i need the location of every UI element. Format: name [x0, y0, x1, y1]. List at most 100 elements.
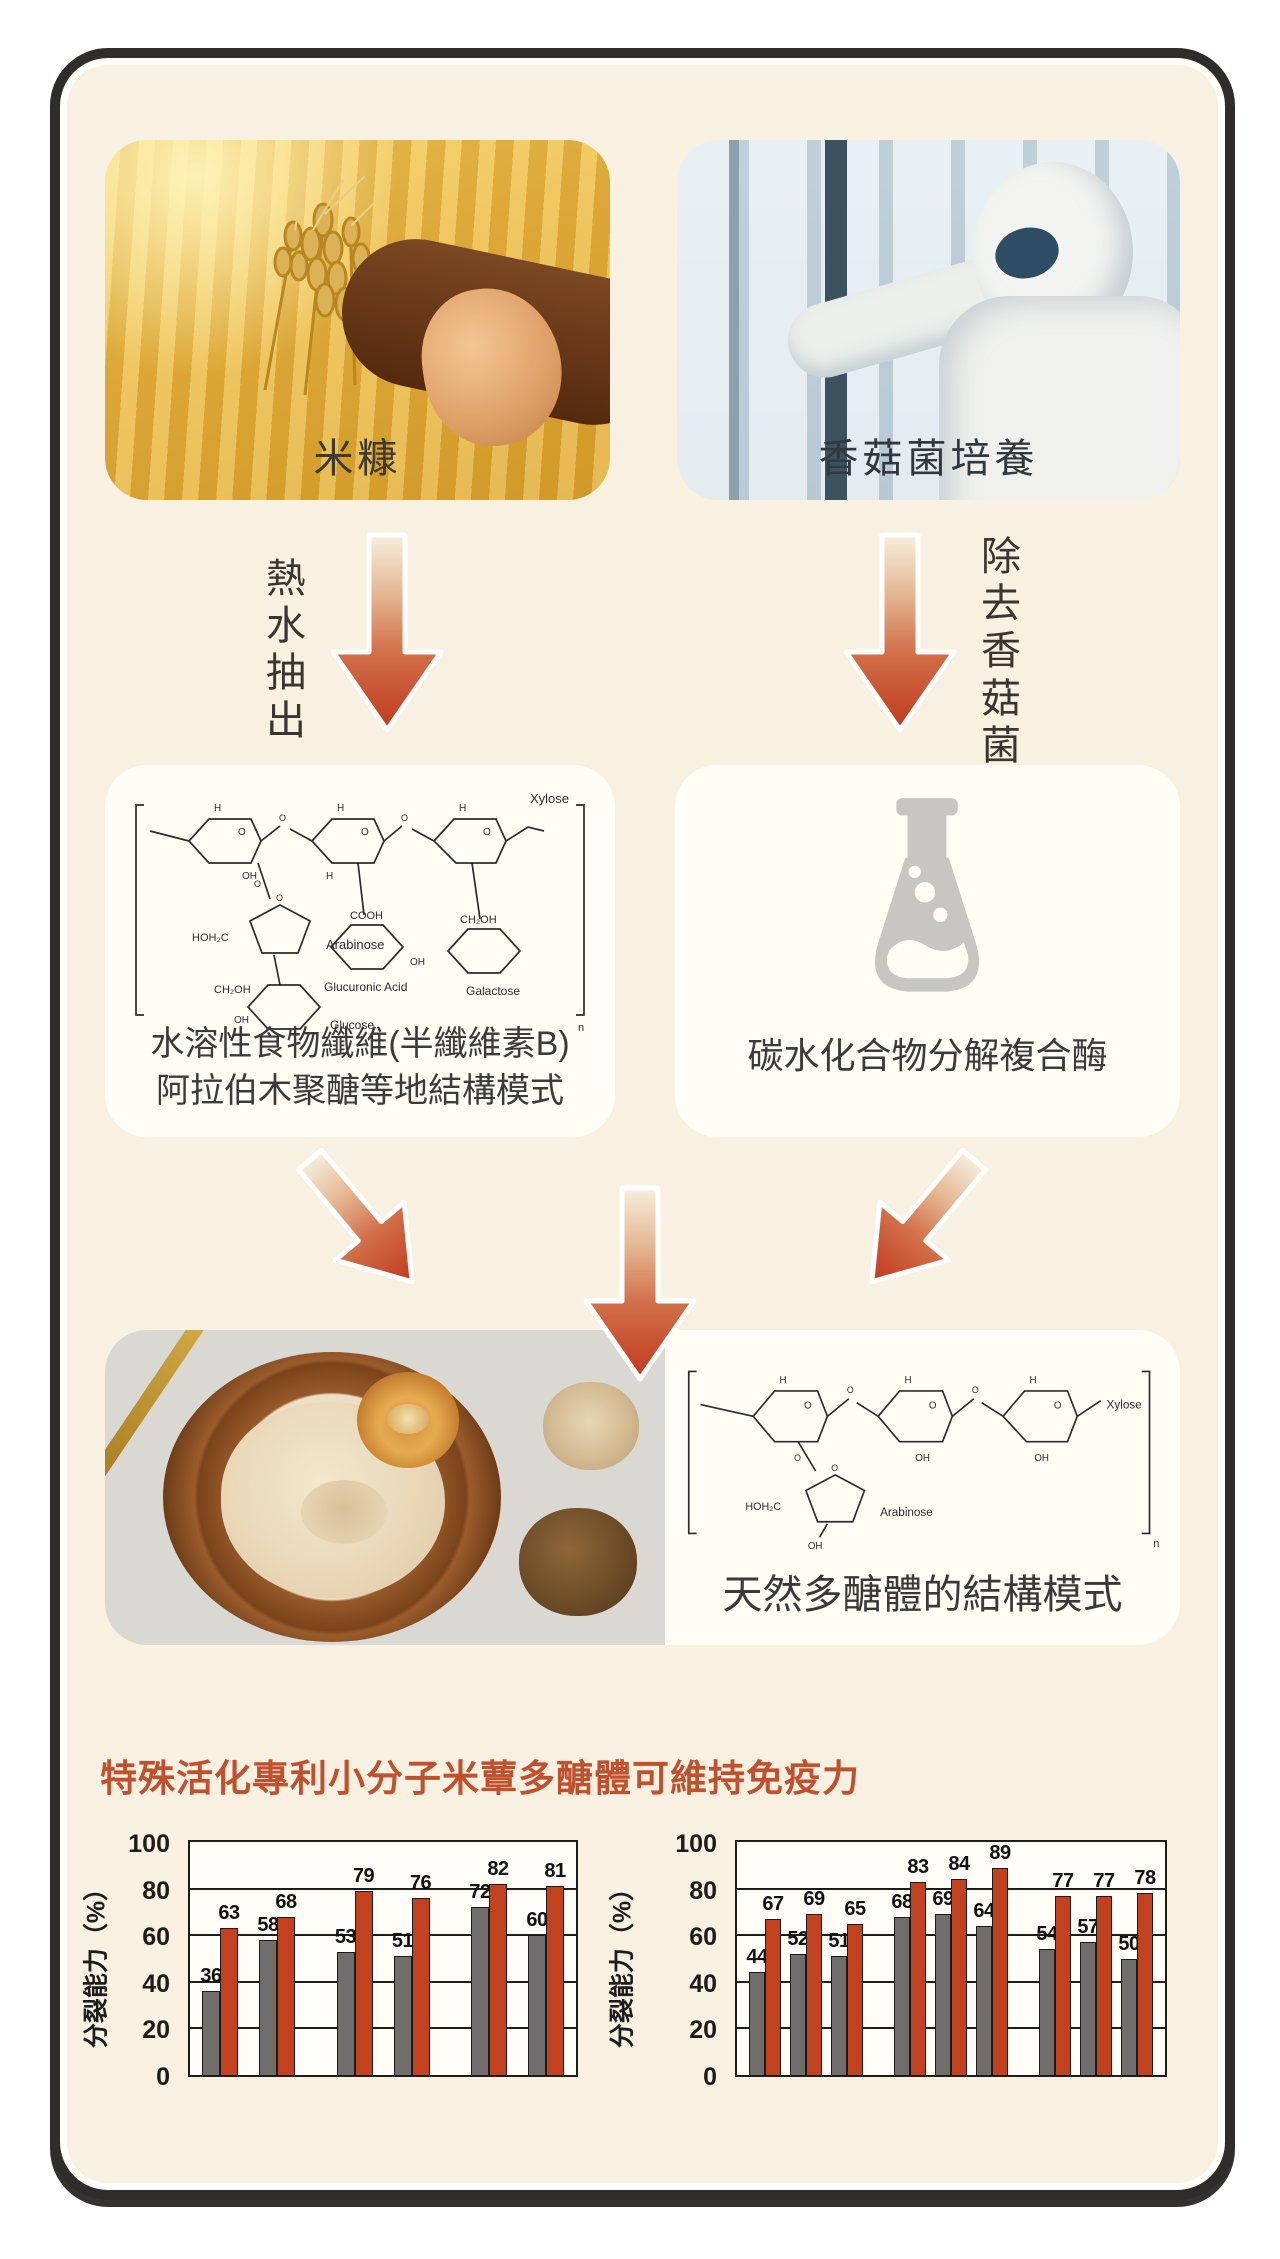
svg-text:Xylose: Xylose: [530, 791, 569, 806]
bar-gray: 64: [973, 1900, 995, 2075]
svg-text:Arabinose: Arabinose: [326, 937, 385, 952]
bar-value-label: 67: [762, 1892, 784, 1915]
bar-gray: 53: [335, 1926, 357, 2075]
gridline: [190, 1887, 576, 1890]
svg-text:Galactose: Galactose: [466, 984, 520, 998]
remove-mushroom-label: 除去香菇菌: [981, 535, 1021, 768]
svg-text:HOH₂C: HOH₂C: [745, 1501, 781, 1513]
svg-text:Arabinose: Arabinose: [880, 1506, 933, 1519]
svg-text:OH: OH: [1034, 1453, 1049, 1464]
y-tick-label: 80: [689, 1876, 717, 1905]
bar-gray: 60: [526, 1909, 548, 2075]
bar-value-label: 51: [391, 1930, 414, 1953]
panel-result: n O O O O O H H H OH OH Xylose O O HOH₂C…: [105, 1330, 1180, 1645]
bar-value-label: 69: [932, 1888, 954, 1911]
bar-red: 84: [948, 1853, 970, 2075]
bar-value-label: 83: [907, 1855, 929, 1878]
bar-pair: 68 83: [891, 1856, 929, 2075]
bar-gray: 72: [469, 1881, 491, 2075]
y-tick-label: 0: [703, 2063, 717, 2091]
svg-text:n: n: [1153, 1538, 1159, 1550]
svg-text:O: O: [831, 1463, 838, 1473]
bar-gray: 50: [1118, 1933, 1140, 2075]
svg-text:OH: OH: [410, 957, 425, 968]
panel-enzyme: 碳水化合物分解複合酶: [675, 765, 1180, 1137]
bar-pair: 60 81: [526, 1860, 566, 2075]
bar-value-label: 78: [1134, 1867, 1156, 1890]
bar-red: 77: [1093, 1870, 1115, 2075]
down-arrow-icon: [330, 532, 444, 733]
bar-value-label: 50: [1118, 1932, 1140, 1955]
y-tick-label: 60: [142, 1923, 170, 1952]
svg-text:Glucuronic Acid: Glucuronic Acid: [324, 980, 407, 994]
hot-water-extraction-label: 熱水抽出: [266, 557, 306, 743]
bar-value-label: 81: [544, 1860, 566, 1883]
svg-text:Glucose: Glucose: [330, 1018, 374, 1032]
svg-text:H: H: [1029, 1375, 1036, 1386]
shiitake-mushroom-tan: [543, 1382, 639, 1470]
bar-gray: 52: [787, 1928, 809, 2075]
photo-mushroom-culture: 香菇菌培養: [677, 140, 1180, 500]
bar-value-label: 68: [275, 1890, 297, 1913]
svg-text:OH: OH: [915, 1453, 930, 1464]
svg-text:O: O: [279, 813, 286, 823]
bar-value-label: 54: [1036, 1923, 1058, 1946]
bar-gray: 44: [746, 1946, 768, 2075]
svg-text:CH₂OH: CH₂OH: [214, 984, 251, 996]
bar-red: 76: [410, 1872, 432, 2075]
photo-label-rice-bran: 米糠: [313, 437, 402, 481]
svg-text:O: O: [361, 827, 369, 838]
fiber-caption-line1: 水溶性食物纖維(半纖維素B): [150, 1025, 570, 1064]
bar-red: 79: [353, 1865, 375, 2075]
svg-text:H: H: [905, 1375, 912, 1386]
bar-value-label: 36: [200, 1965, 222, 1988]
bar-gray: 69: [932, 1888, 954, 2075]
svg-text:O: O: [483, 827, 491, 838]
photo-rice-bran-bowl: [105, 1330, 665, 1645]
bar-red: 78: [1134, 1867, 1156, 2075]
lab-panel-stripe: [729, 140, 739, 500]
bar-value-label: 53: [334, 1925, 357, 1948]
y-tick-label: 60: [689, 1923, 717, 1952]
bar-gray: 51: [828, 1930, 850, 2075]
bar-value-label: 51: [828, 1930, 850, 1953]
bar-pair: 50 78: [1118, 1867, 1156, 2075]
bar-red: 83: [907, 1856, 929, 2075]
bar-value-label: 63: [218, 1902, 240, 1925]
bar-value-label: 68: [891, 1890, 913, 1913]
bar-value-label: 58: [257, 1913, 279, 1936]
bar-pair: 53 79: [335, 1865, 375, 2075]
photo-rice-bran: 米糠: [105, 140, 610, 500]
fiber-caption: 水溶性食物纖維(半纖維素B) 阿拉伯木聚醣等地結構模式: [105, 1021, 615, 1115]
hemicellulose-structure-diagram: n O O O O O H H H OH H Xylose O O HOH₂C …: [135, 791, 585, 1034]
shiitake-mushroom-orange: [357, 1372, 459, 1468]
bar-red: 82: [487, 1858, 509, 2075]
bar-value-label: 77: [1052, 1869, 1074, 1892]
diagonal-arrow-icon: [295, 1147, 415, 1285]
bar-value-label: 57: [1077, 1916, 1099, 1939]
bar-red: 68: [275, 1891, 297, 2075]
y-tick-label: 80: [142, 1876, 170, 1905]
bar-pair: 36 63: [200, 1902, 240, 2075]
y-tick-label: 20: [142, 2016, 170, 2045]
panel-soluble-fiber: n O O O O O H H H OH H Xylose O O HOH₂C …: [105, 765, 615, 1137]
polysaccharide-structure-diagram: n O O O O O H H H OH OH Xylose O O HOH₂C…: [687, 1370, 1159, 1552]
svg-text:Xylose: Xylose: [1107, 1399, 1142, 1412]
bar-red: 89: [989, 1842, 1011, 2075]
bar-value-label: 79: [352, 1864, 375, 1887]
bar-value-label: 69: [803, 1888, 825, 1911]
shiitake-mushroom-dark: [519, 1508, 637, 1616]
gridline: [190, 1934, 576, 1937]
